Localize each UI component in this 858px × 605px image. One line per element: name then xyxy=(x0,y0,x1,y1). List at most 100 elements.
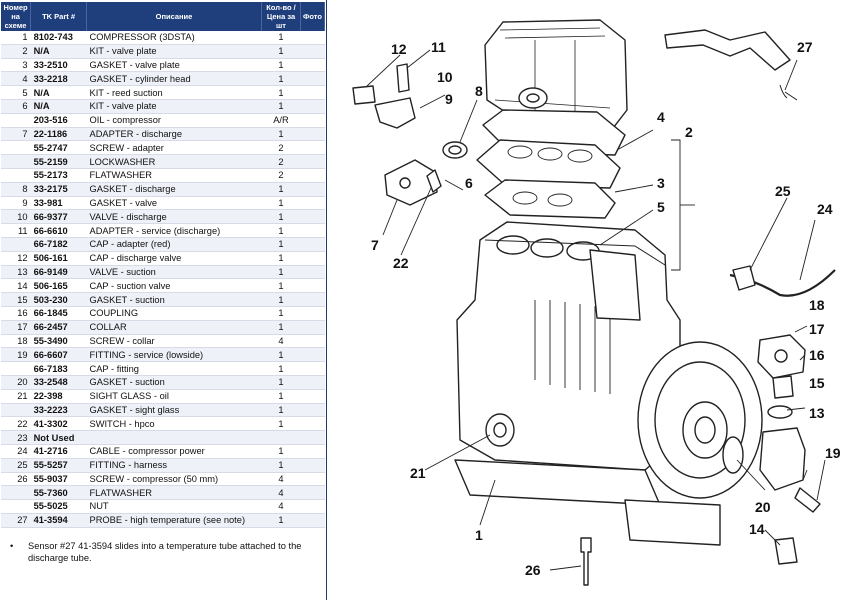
callout-19: 19 xyxy=(825,445,841,461)
suction-collar xyxy=(757,334,806,379)
cell-description: SCREW - compressor (50 mm) xyxy=(86,472,262,487)
cell-quantity: 1 xyxy=(261,127,301,142)
discharge-valve xyxy=(374,97,416,129)
cell-part-number: 55-9037 xyxy=(30,472,87,487)
cell-photo xyxy=(300,499,325,514)
cell-photo xyxy=(300,444,325,459)
cell-description: FLATWASHER xyxy=(86,485,262,501)
cell-quantity: 1 xyxy=(261,237,301,252)
callout-24: 24 xyxy=(817,201,833,217)
cell-quantity: 1 xyxy=(261,389,301,404)
cell-part-number: 506-161 xyxy=(30,251,87,266)
cell-quantity: 1 xyxy=(261,99,301,114)
cell-photo xyxy=(300,361,325,376)
cell-description: KIT - valve plate xyxy=(86,99,262,114)
cell-quantity: 4 xyxy=(261,499,301,514)
head-port xyxy=(518,87,548,109)
cell-part-number: 41-2716 xyxy=(30,444,87,459)
cell-number: 18 xyxy=(1,334,31,349)
cell-photo xyxy=(300,403,325,418)
cell-description: FITTING - service (lowside) xyxy=(86,347,262,363)
cell-number: 2 xyxy=(1,44,31,59)
cell-quantity: 4 xyxy=(261,472,301,487)
callout-3: 3 xyxy=(657,175,665,191)
cell-number: 10 xyxy=(1,209,31,225)
cell-part-number: 66-6610 xyxy=(30,223,87,238)
callout-22: 22 xyxy=(393,255,409,271)
cell-description: OIL - compressor xyxy=(86,113,262,128)
callout-7: 7 xyxy=(371,237,379,253)
cell-quantity: 1 xyxy=(261,196,301,211)
cell-part-number: 55-2747 xyxy=(30,140,87,156)
cell-number xyxy=(1,140,31,156)
cell-quantity: 1 xyxy=(261,31,301,45)
cell-quantity: 1 xyxy=(261,44,301,59)
cell-number xyxy=(1,403,31,418)
cell-quantity: 2 xyxy=(261,154,301,169)
cell-quantity: 1 xyxy=(261,403,301,418)
cell-part-number: 33-2218 xyxy=(30,71,87,87)
mounting-foot xyxy=(624,499,721,546)
callout-18: 18 xyxy=(809,297,825,313)
cell-description: CAP - fitting xyxy=(86,361,262,376)
cell-number xyxy=(1,361,31,376)
cell-photo xyxy=(300,320,325,335)
head-port-inner xyxy=(526,93,540,103)
cell-part-number: 55-2159 xyxy=(30,154,87,169)
cell-photo xyxy=(300,31,325,45)
cell-photo xyxy=(300,292,325,307)
cell-description: NUT xyxy=(86,499,262,514)
cell-photo xyxy=(300,513,325,528)
cell-quantity: 4 xyxy=(261,334,301,349)
cell-part-number: 506-165 xyxy=(30,278,87,294)
cell-number: 22 xyxy=(1,416,31,432)
cell-photo xyxy=(300,265,325,280)
table-header-row: Номер на схеме TK Part # Описание Кол-во… xyxy=(1,2,326,31)
discharge-adapter xyxy=(384,159,438,206)
cell-description: CAP - suction valve xyxy=(86,278,262,294)
cell-number: 14 xyxy=(1,278,31,294)
cell-quantity: 1 xyxy=(261,85,301,100)
cell-description: COMPRESSOR (3DSTA) xyxy=(86,31,262,45)
cell-photo xyxy=(300,278,325,294)
cell-photo xyxy=(300,127,325,142)
discharge-tube xyxy=(664,29,791,71)
cell-photo xyxy=(300,99,325,114)
cell-number: 27 xyxy=(1,513,31,528)
cell-number: 5 xyxy=(1,85,31,100)
cell-quantity: 1 xyxy=(261,458,301,473)
cylinder-head-fins xyxy=(494,27,611,122)
cell-description: VALVE - discharge xyxy=(86,209,262,225)
body-fins xyxy=(534,300,611,394)
harness-fitting xyxy=(732,265,756,291)
cell-photo xyxy=(300,168,325,183)
compressor-exploded-view: 1 2 3 4 5 6 7 8 9 10 11 12 13 14 15 16 1… xyxy=(352,19,841,586)
cell-part-number: Not Used xyxy=(30,430,87,445)
cell-photo xyxy=(300,306,325,321)
cell-photo xyxy=(300,209,325,225)
callout-27: 27 xyxy=(797,39,813,55)
cell-photo xyxy=(300,140,325,156)
cell-number: 11 xyxy=(1,223,31,238)
cell-number: 9 xyxy=(1,196,31,211)
cell-part-number: 66-6607 xyxy=(30,347,87,363)
cell-quantity: 1 xyxy=(261,444,301,459)
cell-description: SWITCH - hpco xyxy=(86,416,262,432)
cell-part-number: 66-9377 xyxy=(30,209,87,225)
callout-16: 16 xyxy=(809,347,825,363)
cell-description: SCREW - adapter xyxy=(86,140,262,156)
cell-description: GASKET - suction xyxy=(86,292,262,307)
cell-part-number: N/A xyxy=(30,85,87,100)
parts-table: Номер на схеме TK Part # Описание Кол-во… xyxy=(1,2,326,528)
